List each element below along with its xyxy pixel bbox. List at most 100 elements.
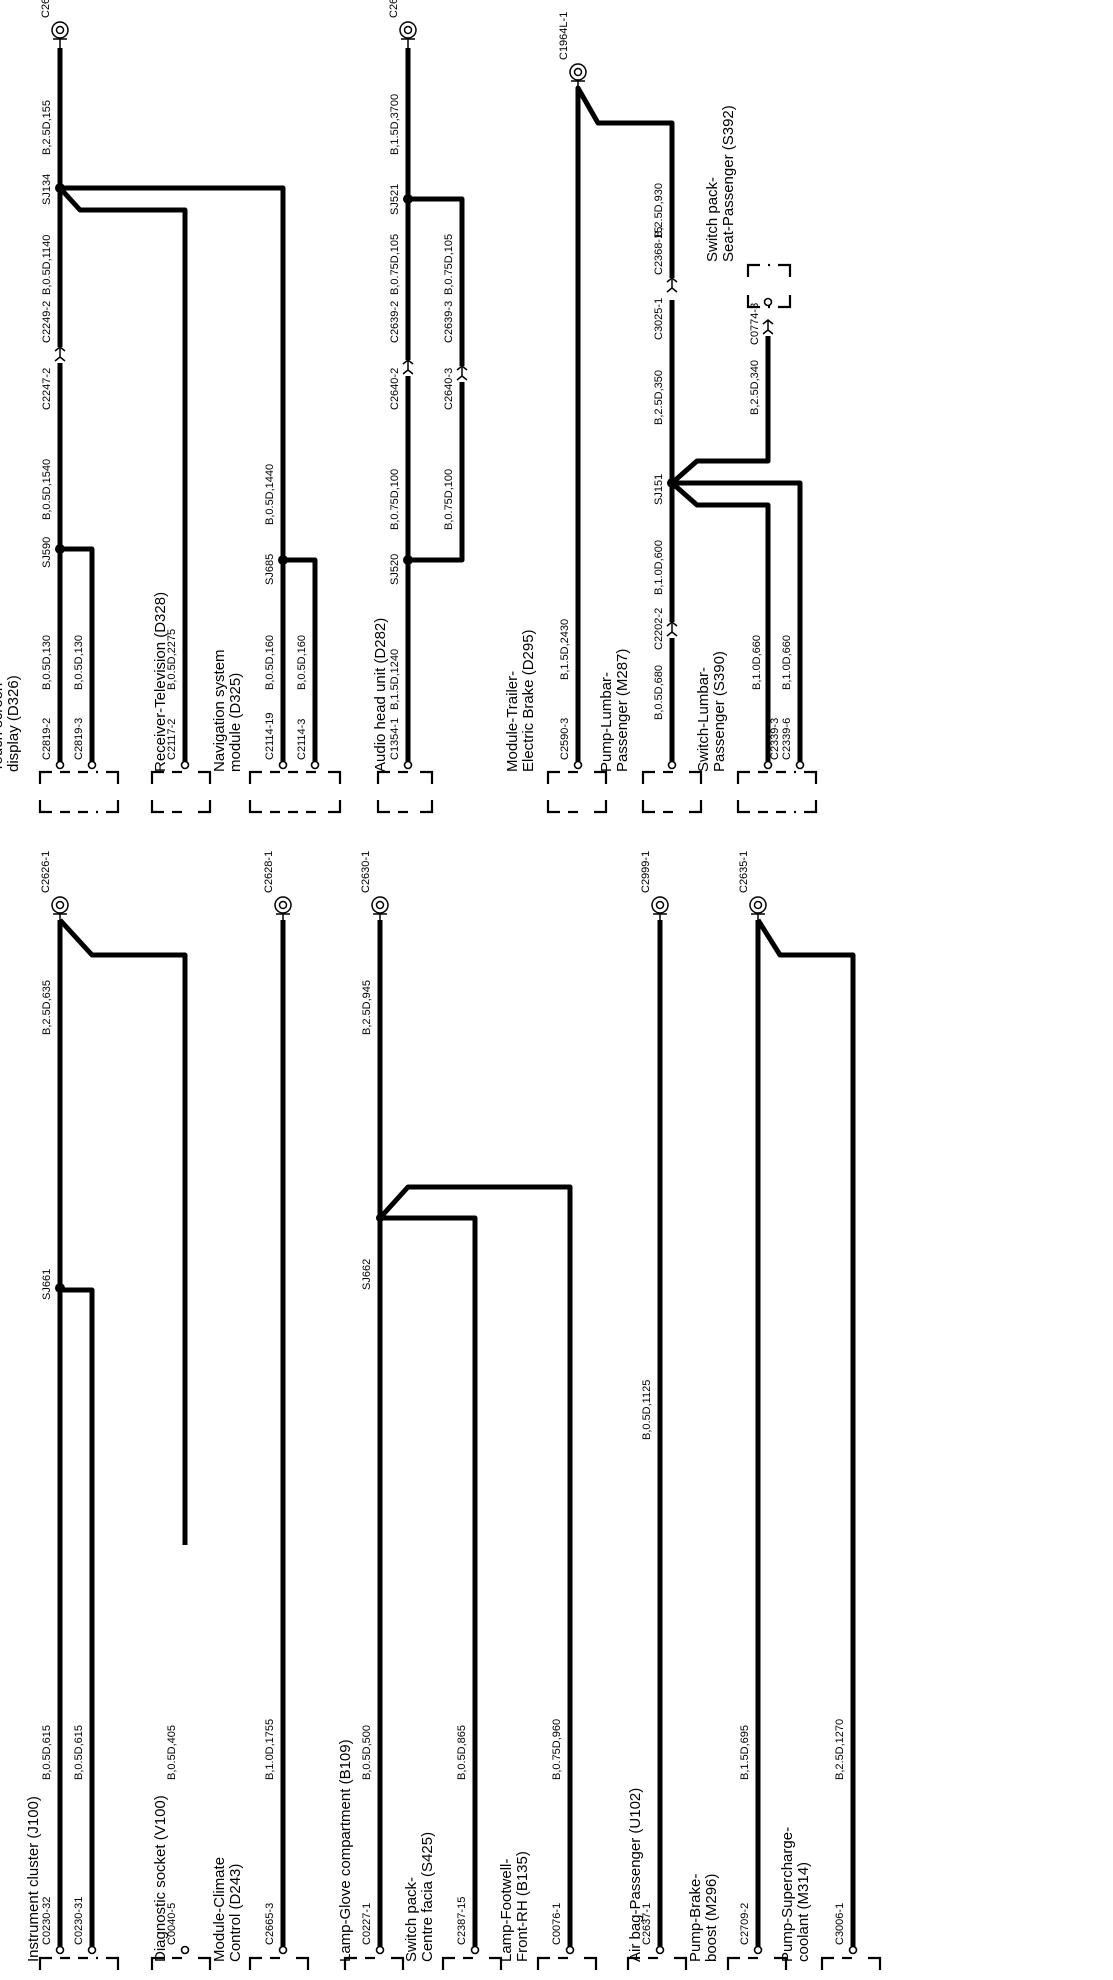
ground-label: C2630-1 xyxy=(360,851,372,893)
pin-terminal xyxy=(763,297,773,307)
pin-terminal xyxy=(565,1945,575,1955)
ground-c1964l-1: C1964L-1 xyxy=(558,12,587,90)
pin-terminal xyxy=(763,760,773,770)
pin-terminal xyxy=(180,1945,190,1955)
splice-sj520 xyxy=(403,555,413,565)
wire-label: B,0.5D,1540 xyxy=(41,459,53,520)
ground-c2628-1: C2628-1 xyxy=(263,851,292,923)
connector-label: C0227-1 xyxy=(361,1903,373,1945)
connector-label: C2819-2 xyxy=(41,718,53,760)
pin-terminal xyxy=(375,1945,385,1955)
connector-label: C2368-15 xyxy=(653,227,665,275)
component-name: Passenger (M287) xyxy=(614,649,631,772)
connector-label: C2339-3 xyxy=(769,718,781,760)
component-name: Pump-Brake- xyxy=(687,1874,704,1962)
splice-label: SJ662 xyxy=(361,1259,373,1290)
wire-label: B,0.5D,160 xyxy=(264,635,276,690)
component-name: Air bag-Passenger (U102) xyxy=(627,1788,644,1962)
wire-label: B,0.5D,615 xyxy=(41,1725,53,1780)
splice-label: SJ521 xyxy=(389,184,401,215)
pin-terminal xyxy=(753,1945,763,1955)
wire-label: B,0.75D,105 xyxy=(389,234,401,295)
component-name: Audio head unit (D282) xyxy=(372,618,389,772)
connector-label: C0774-3 xyxy=(749,303,761,345)
component-box xyxy=(546,770,608,814)
wire-label: B,0.75D,960 xyxy=(551,1719,563,1780)
connector-label: C0040-5 xyxy=(166,1903,178,1945)
component-name: boost (M296) xyxy=(703,1874,720,1962)
component-name: Pump-Supercharge- xyxy=(779,1827,796,1962)
ground-label: C2999-1 xyxy=(640,851,652,893)
ground-label: C2626-1 xyxy=(40,851,52,893)
connector-label: C0076-1 xyxy=(551,1903,563,1945)
wire-label: B,0.5D,2275 xyxy=(166,629,178,690)
connector-label: C2117-2 xyxy=(166,719,178,760)
component-name: Module-Climate xyxy=(211,1857,228,1962)
wire-label: B,0.5D,405 xyxy=(166,1725,178,1780)
connector-label: C2665-3 xyxy=(264,1903,276,1945)
component-box xyxy=(746,263,792,309)
wire-c2590-to-c1964l xyxy=(575,85,675,765)
pin-terminal xyxy=(87,1945,97,1955)
connector-label: C2639-2 xyxy=(389,301,401,343)
wire-label: B,1.0D,600 xyxy=(653,540,665,595)
wire-label: B,0.5D,130 xyxy=(73,635,85,690)
pin-terminal xyxy=(87,760,97,770)
component-name: Module-Trailer- xyxy=(504,671,521,772)
wire-c2635-coolant xyxy=(755,918,856,1950)
component-name: display (D326) xyxy=(5,675,22,772)
component-box xyxy=(248,1956,310,1970)
pin-terminal xyxy=(573,760,583,770)
connector-label: C2640-3 xyxy=(443,368,455,410)
connector-label: C1354-1 xyxy=(389,718,401,760)
component-box xyxy=(248,770,342,814)
connector-label: C2247-2 xyxy=(41,368,53,410)
pin-terminal xyxy=(180,760,190,770)
wire-sj521-loop xyxy=(408,196,465,368)
pin-terminal xyxy=(310,760,320,770)
pin-terminal xyxy=(795,760,805,770)
pin-terminal xyxy=(55,1945,65,1955)
wire-label: B,0.75D,100 xyxy=(443,469,455,530)
component-box xyxy=(626,1956,688,1970)
ground-label: C1964L-1 xyxy=(558,12,570,60)
ground-label: C2645-1 xyxy=(388,0,400,18)
connector-label: C2202-2 xyxy=(653,608,665,650)
connector-label: C0230-32 xyxy=(41,1897,53,1945)
component-name: Control (D243) xyxy=(227,1864,244,1962)
component-box xyxy=(38,1956,120,1970)
splice-sj521 xyxy=(403,194,413,204)
ground-c2626-1: C2626-1 xyxy=(40,851,69,923)
inline-connector xyxy=(666,277,678,294)
wire-label: B,2.5D,350 xyxy=(653,370,665,425)
connector-label: C2339-6 xyxy=(781,718,793,760)
pin-terminal xyxy=(667,760,677,770)
ground-c2635-1: C2635-1 xyxy=(738,851,767,923)
wire-label: B,0.5D,500 xyxy=(361,1725,373,1780)
wire-label: B,1.5D,1240 xyxy=(389,649,401,710)
splice-label: SJ151 xyxy=(653,474,665,505)
wire-label: B,0.5D,865 xyxy=(456,1725,468,1780)
ground-c2999-1: C2999-1 xyxy=(640,851,669,923)
component-name: Instrument cluster (J100) xyxy=(25,1796,42,1962)
wire-label: B,0.75D,105 xyxy=(443,234,455,295)
inline-connector xyxy=(762,319,774,336)
component-box xyxy=(726,1956,788,1970)
component-name: coolant (M314) xyxy=(795,1862,812,1962)
component-name: module (D325) xyxy=(227,673,244,772)
wire-label: B,0.5D,130 xyxy=(41,635,53,690)
component-name: Centre facia (S425) xyxy=(419,1832,436,1962)
component-name: Receiver-Television (D328) xyxy=(152,592,169,772)
wire-sj151-to-c2339-3 xyxy=(670,481,771,765)
wire-label: B,1.5D,3700 xyxy=(389,94,401,155)
inline-connector xyxy=(402,359,414,376)
splice-label: SJ520 xyxy=(389,554,401,585)
connector-label: C3006-1 xyxy=(834,1903,846,1945)
wire-label: B,0.5D,1125 xyxy=(641,1380,653,1440)
wire-label: B,1.0D,1755 xyxy=(264,1719,276,1780)
connector-label: C2590-3 xyxy=(559,718,571,760)
connector-label: C2639-3 xyxy=(443,301,455,343)
pin-terminal xyxy=(403,760,413,770)
pin-terminal xyxy=(55,760,65,770)
pin-terminal xyxy=(278,1945,288,1955)
